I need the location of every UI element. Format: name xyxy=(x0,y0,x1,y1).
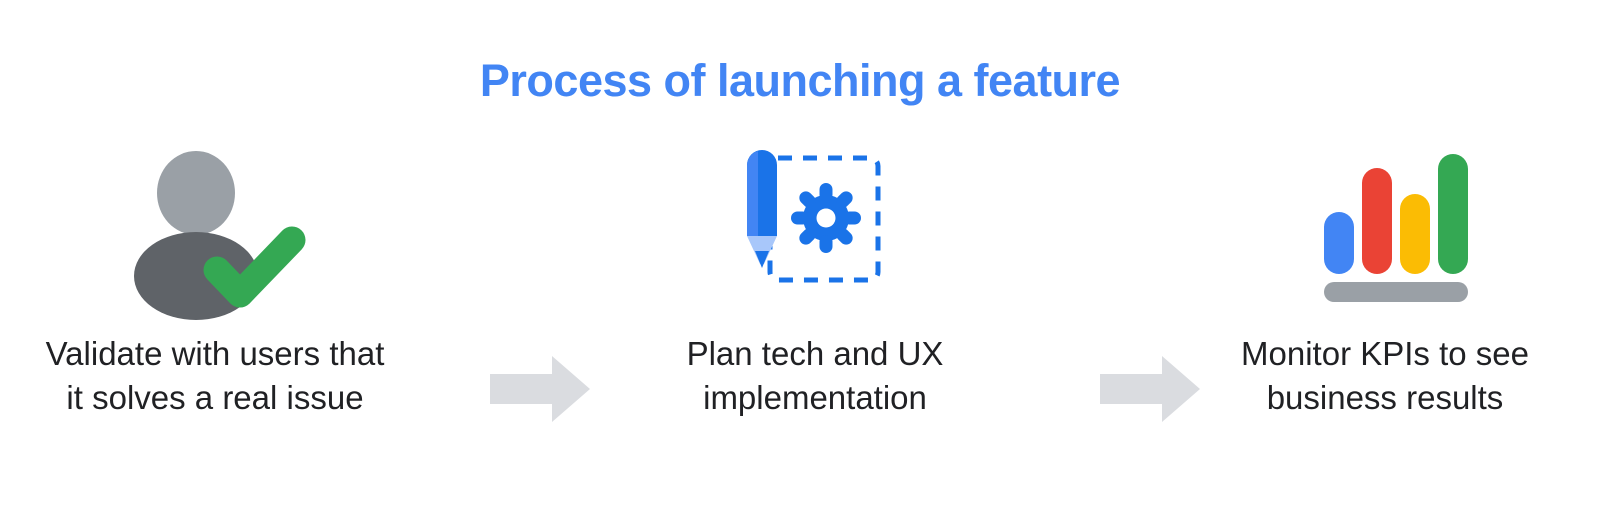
chart-baseline xyxy=(1324,282,1468,302)
bar-chart-kpi-icon xyxy=(1300,150,1470,305)
person-head-icon xyxy=(157,151,235,235)
step-2-label: Plan tech and UX implementation xyxy=(600,332,1030,419)
arrow-right-icon xyxy=(1100,356,1200,422)
step-2-label-line-2: implementation xyxy=(703,378,927,416)
gear-hole xyxy=(816,208,836,228)
chart-bar-4 xyxy=(1438,154,1468,274)
step-3-label-line-2: business results xyxy=(1266,378,1504,416)
step-1-label-line-1: Validate with users that xyxy=(45,335,385,372)
arrow-step-2-to-3 xyxy=(1100,356,1200,422)
step-1-label-line-2: it solves a real issue xyxy=(66,378,364,416)
chart-bar-2 xyxy=(1362,168,1392,274)
page-title: Process of launching a feature xyxy=(479,55,1121,106)
chart-bar-3 xyxy=(1400,194,1430,274)
arrow-step-1-to-2 xyxy=(490,356,590,422)
pencil-tip-icon xyxy=(747,236,777,264)
process-step-2[interactable]: Plan tech and UX implementation xyxy=(600,140,1030,460)
pencil-point-icon xyxy=(755,251,769,268)
pencil-gear-wireframe-icon xyxy=(730,144,900,314)
arrow-right-icon xyxy=(490,356,590,422)
check-icon xyxy=(203,226,306,308)
pencil-highlight-icon xyxy=(747,151,758,236)
step-3-icon-area xyxy=(1170,140,1600,315)
chart-bar-1 xyxy=(1324,212,1354,274)
step-1-label: Validate with users that it solves a rea… xyxy=(0,332,430,419)
step-3-label-line-1: Monitor KPIs to see xyxy=(1241,335,1529,372)
process-step-3[interactable]: Monitor KPIs to see business results xyxy=(1170,140,1600,460)
process-step-1[interactable]: Validate with users that it solves a rea… xyxy=(0,140,430,460)
user-validated-icon xyxy=(120,148,310,320)
step-3-label: Monitor KPIs to see business results xyxy=(1170,332,1600,419)
step-1-icon-area xyxy=(0,140,430,320)
step-2-label-line-1: Plan tech and UX xyxy=(686,335,944,372)
gear-icon xyxy=(791,183,861,253)
process-flow: Validate with users that it solves a rea… xyxy=(0,140,1600,460)
step-2-icon-area xyxy=(600,140,1030,315)
